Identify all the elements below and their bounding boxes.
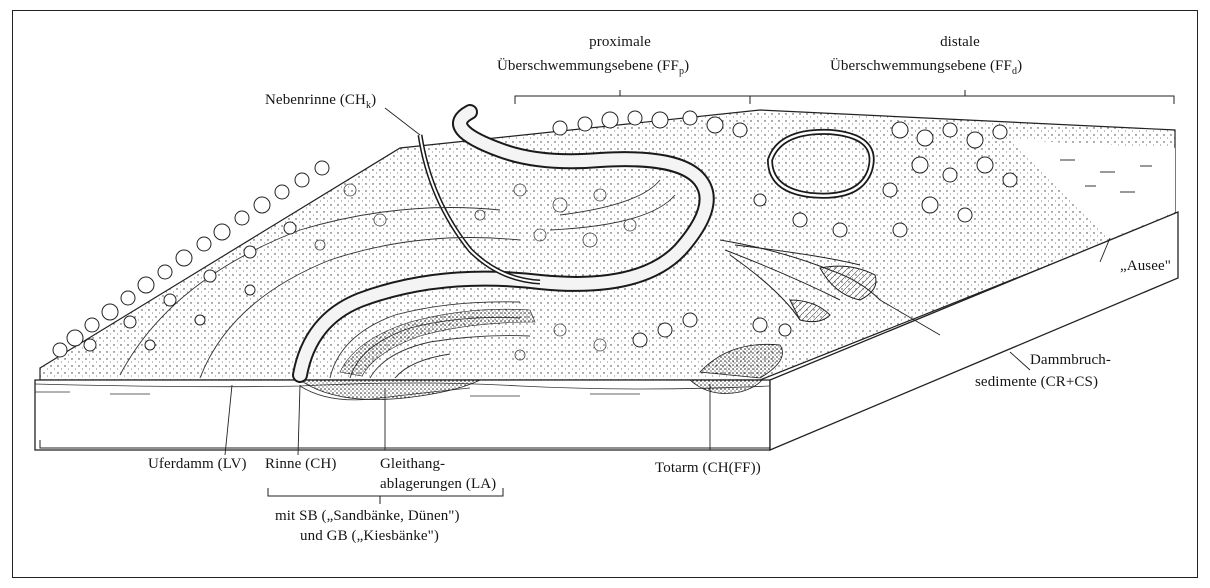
proximal-floodplain-label: Überschwemmungsebene (FFp) <box>497 58 689 80</box>
oxbow-label: Totarm (CH(FF)) <box>655 460 761 477</box>
crevasse-label-line1: Dammbruch- <box>1030 352 1111 369</box>
point-bar-label-line1: Gleithang- <box>380 456 445 473</box>
channel-label: Rinne (CH) <box>265 456 336 473</box>
distal-title: distale <box>900 34 1020 51</box>
distal-floodplain-label: Überschwemmungsebene (FFd) <box>830 58 1022 80</box>
crevasse-label-line2: sedimente (CR+CS) <box>975 374 1098 391</box>
secondary-channel-label: Nebenrinne (CHk) <box>265 92 376 114</box>
lake-label: „Ausee" <box>1120 258 1171 275</box>
proximal-title: proximale <box>560 34 680 51</box>
bars-label-line1: mit SB („Sandbänke, Dünen") <box>275 508 460 525</box>
levee-label: Uferdamm (LV) <box>148 456 247 473</box>
point-bar-label-line2: ablagerungen (LA) <box>380 476 496 493</box>
bars-label-line2: und GB („Kiesbänke") <box>300 528 439 545</box>
